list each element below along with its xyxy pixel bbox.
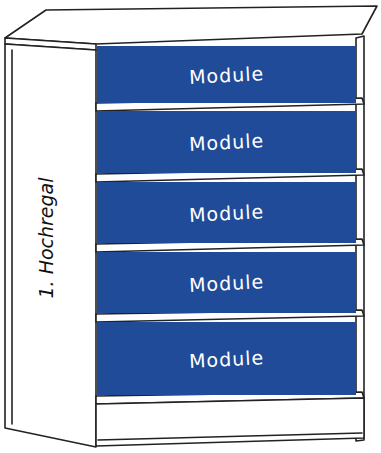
module-compartment: Module [97, 182, 356, 243]
top-board [5, 6, 377, 44]
side-panel [5, 44, 96, 447]
module-label: Module [188, 270, 264, 296]
module-compartment: Module [97, 111, 356, 173]
module-compartment: Module [97, 46, 356, 103]
module-compartment: Module [97, 322, 356, 395]
side-inner-line [11, 50, 13, 424]
module-label: Module [188, 62, 264, 88]
module-compartment: Module [97, 252, 356, 313]
module-label: Module [188, 346, 264, 372]
base-line [98, 433, 362, 440]
module-label: Module [188, 200, 264, 226]
module-label: Module [188, 129, 264, 155]
rack-label: 1. Hochregal [35, 177, 57, 298]
base-board [96, 398, 364, 446]
